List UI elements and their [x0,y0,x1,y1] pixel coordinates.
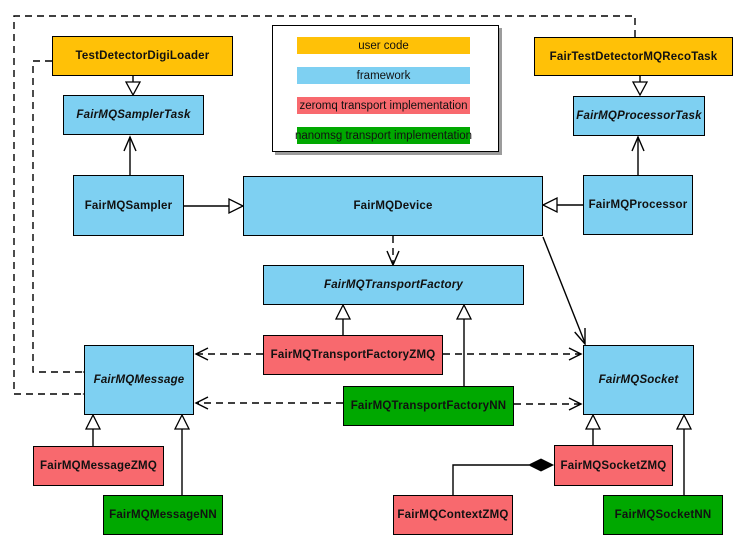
node-fairmqsocket: FairMQSocket [583,345,694,415]
node-fairmqprocessortask: FairMQProcessorTask [573,96,705,136]
node-testdetectordigiloader: TestDetectorDigiLoader [52,36,233,76]
node-fairmqprocessor: FairMQProcessor [583,175,693,235]
legend-label-user-code: user code [358,39,409,52]
edge-socketnn-to-socket [675,413,693,495]
edge-socketzmq-to-socket [584,413,602,445]
edge-contextzmq-to-socketzmq [452,458,555,495]
edge-recotask-to-processortask [631,76,649,97]
edge-messagezmq-to-message [84,413,102,446]
node-fairmqsampler: FairMQSampler [73,175,184,236]
node-fairmqsocketnn: FairMQSocketNN [603,495,723,535]
legend-label-nanomsg: nanomsg transport implementation [294,129,473,142]
node-fairmqmessagenn: FairMQMessageNN [103,495,223,535]
edge-processor-to-device [541,196,583,214]
node-fairmqmessage: FairMQMessage [84,345,194,415]
edge-factorynn-to-message [194,396,343,410]
legend-label-zeromq: zeromq transport implementation [299,99,468,112]
node-fairtestdetectormqrecotask: FairTestDetectorMQRecoTask [534,37,733,76]
edge-factoryzmq-to-socket [443,347,583,361]
legend: user code framework zeromq transport imp… [272,25,499,152]
edge-messagenn-to-message [173,413,191,495]
edge-factoryzmq-to-transportfactory [334,303,352,335]
legend-item-user-code: user code [297,37,470,54]
node-fairmqcontextzmq: FairMQContextZMQ [393,495,513,535]
edge-device-to-transportfactory [386,236,400,267]
edge-factorynn-to-socket [514,397,583,411]
node-fairmqdevice: FairMQDevice [243,176,543,236]
node-fairmqtransportfactorynn: FairMQTransportFactoryNN [343,386,514,426]
node-fairmqsamplertask: FairMQSamplerTask [63,95,204,135]
legend-item-framework: framework [297,67,470,84]
legend-item-zeromq: zeromq transport implementation [297,97,470,114]
edge-device-to-socket [542,236,586,346]
node-fairmqtransportfactoryzmq: FairMQTransportFactoryZMQ [263,335,443,375]
legend-label-framework: framework [356,69,411,82]
edge-processor-to-processortask [631,135,645,175]
node-fairmqtransportfactory: FairMQTransportFactory [263,265,524,305]
edge-factoryzmq-to-message [194,347,263,361]
edge-sampler-to-device [184,197,245,215]
legend-item-nanomsg: nanomsg transport implementation [294,127,473,144]
node-fairmqsocketzmq: FairMQSocketZMQ [554,445,673,486]
edge-sampler-to-samplertask [123,135,137,175]
edge-factorynn-to-transportfactory [455,303,473,386]
node-fairmqmessagezmq: FairMQMessageZMQ [33,446,164,486]
edge-digiloader-to-samplertask [124,76,142,97]
